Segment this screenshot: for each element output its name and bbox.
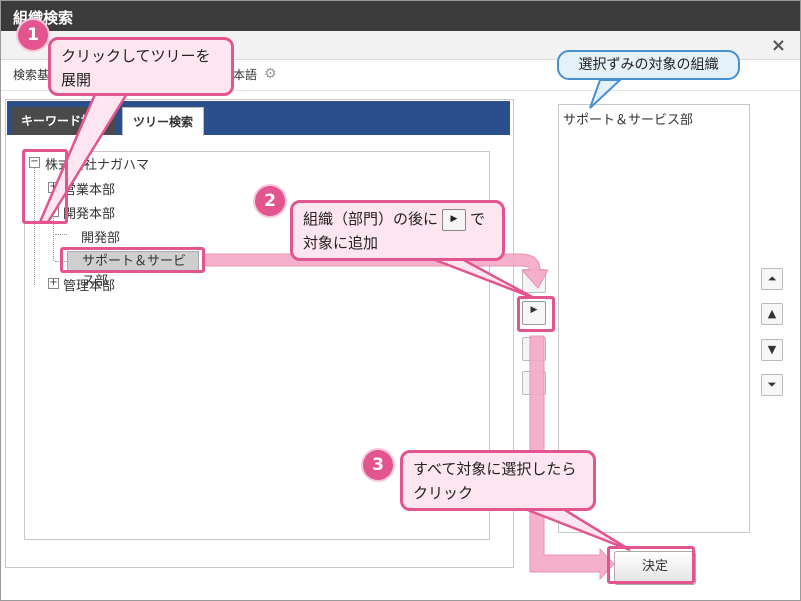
move-bottom-button[interactable]: ⏷ bbox=[761, 374, 783, 396]
toggle-highlight bbox=[22, 149, 68, 224]
callout-text: 対象に追加 bbox=[303, 234, 379, 252]
list-item[interactable]: サポート＆サービス部 bbox=[563, 113, 694, 128]
move-up-button[interactable]: ▲ bbox=[761, 303, 783, 325]
divider bbox=[1, 90, 800, 91]
callout-selected-orgs: 選択ずみの対象の組織 bbox=[557, 50, 740, 80]
callout-text: クリック bbox=[413, 484, 474, 502]
callout-line: 組織（部門）の後に▶で bbox=[303, 207, 492, 231]
callout-text: すべて対象に選択したら bbox=[413, 460, 577, 478]
callout-text: クリックしてツリーを bbox=[61, 47, 211, 65]
tree-connector bbox=[34, 167, 35, 285]
step-number-badge: 3 bbox=[363, 450, 393, 480]
callout-add-target: 組織（部門）の後に▶で 対象に追加 bbox=[290, 200, 505, 261]
collapse-toggle-root[interactable]: − bbox=[29, 156, 40, 168]
callout-click-decide: すべて対象に選択したら クリック bbox=[400, 450, 596, 511]
decide-button[interactable]: 決定 bbox=[614, 551, 696, 585]
callout-text: 展開 bbox=[61, 71, 92, 89]
play-icon: ▶ bbox=[442, 208, 467, 231]
callout-expand-tree: クリックしてツリーを 展開 bbox=[48, 37, 234, 96]
play-icon: ▶ bbox=[530, 305, 538, 315]
close-icon[interactable]: × bbox=[770, 35, 786, 56]
tree-node-admin[interactable]: 管理本部 bbox=[63, 279, 116, 294]
gear-icon[interactable]: ⚙ bbox=[264, 66, 277, 82]
selected-node-highlight bbox=[60, 247, 205, 273]
title-bar: 組織検索 bbox=[1, 1, 800, 31]
tree-node-sales[interactable]: 営業本部 bbox=[63, 183, 116, 198]
tree-connector bbox=[55, 234, 67, 235]
tree-node-dev-dept[interactable]: 開発部 bbox=[81, 231, 121, 246]
tree-connector bbox=[53, 215, 54, 261]
step-number-badge: 2 bbox=[255, 186, 285, 216]
language-label[interactable]: 本語 bbox=[233, 68, 258, 82]
tree-node-support-selected[interactable]: サポート＆サービス部 bbox=[67, 251, 199, 289]
add-to-target-button[interactable]: ▶ bbox=[522, 301, 546, 325]
add-button-highlight bbox=[517, 296, 555, 332]
expand-toggle-admin[interactable]: + bbox=[48, 277, 59, 289]
tree-node-dev-hq[interactable]: 開発本部 bbox=[63, 207, 116, 222]
move-down-button[interactable]: ▼ bbox=[761, 339, 783, 361]
step-number-badge: 1 bbox=[18, 20, 48, 50]
move-top-button[interactable]: ⏶ bbox=[761, 268, 783, 290]
decide-highlight bbox=[607, 546, 695, 584]
callout-pointer bbox=[589, 79, 623, 109]
callout-text: で bbox=[470, 210, 486, 228]
tab-tree-search[interactable]: ツリー検索 bbox=[122, 107, 204, 136]
callout-text: 組織（部門）の後に bbox=[303, 210, 439, 228]
